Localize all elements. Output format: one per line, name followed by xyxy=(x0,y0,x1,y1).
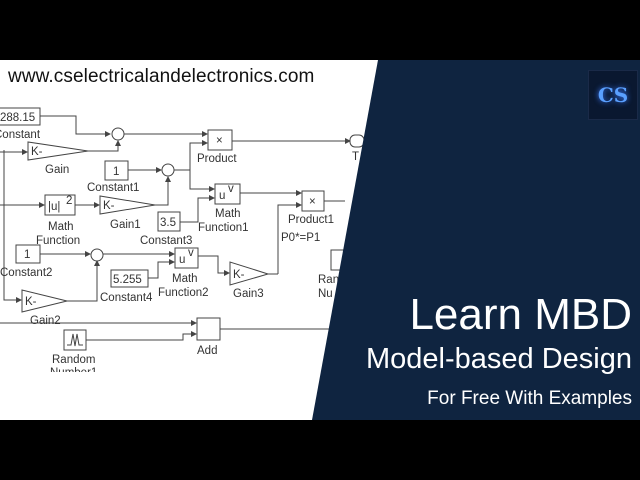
constant3-value: 3.5 xyxy=(160,217,176,229)
constant2-label: Constant2 xyxy=(0,267,52,279)
constant4-value: 5.255 xyxy=(113,274,142,286)
product-symbol: × xyxy=(216,135,223,147)
math-function1-block[interactable] xyxy=(214,183,241,205)
math-function1-value: u xyxy=(219,190,225,202)
math-function2-label2: Function2 xyxy=(158,287,209,299)
constant2-block[interactable] xyxy=(15,244,41,264)
product-block[interactable] xyxy=(207,129,233,151)
math-function2-label: Math xyxy=(172,273,198,285)
tagline: For Free With Examples xyxy=(427,388,632,409)
add-label: Add xyxy=(197,345,217,357)
product1-label: Product1 xyxy=(288,214,334,226)
wires xyxy=(0,115,351,341)
math-function-label: Math xyxy=(48,221,74,233)
gain-value: K- xyxy=(31,146,43,158)
cs-logo: CS xyxy=(588,70,638,120)
gain1-block[interactable] xyxy=(99,195,156,215)
constant-label: Constant xyxy=(0,129,41,141)
product1-block[interactable] xyxy=(301,190,325,212)
partial-label2: Nu xyxy=(318,288,333,300)
gain2-value: K- xyxy=(25,296,37,308)
add-block[interactable] xyxy=(196,317,221,341)
math-function1-exp: v xyxy=(228,183,234,195)
constant4-block[interactable] xyxy=(110,269,149,288)
website-url[interactable]: www.cselectricalandelectronics.com xyxy=(8,66,315,87)
constant3-label: Constant3 xyxy=(140,235,192,247)
gain3-label: Gain3 xyxy=(233,288,264,300)
gain2-label: Gain2 xyxy=(30,315,61,327)
product1-note: P0*=P1 xyxy=(281,232,320,244)
title: Learn MBD xyxy=(409,290,632,339)
content-area: 288.15 Constant K- Gain × Product 1 Cons… xyxy=(0,60,640,420)
gain3-value: K- xyxy=(233,269,245,281)
gain1-label: Gain1 xyxy=(110,219,141,231)
math-function-value: |u| xyxy=(48,201,60,213)
gain2-block[interactable] xyxy=(21,289,68,313)
subtitle: Model-based Design xyxy=(366,343,632,375)
sum2-block[interactable] xyxy=(90,248,104,262)
gain3-block[interactable] xyxy=(229,261,270,286)
constant1-value: 1 xyxy=(113,166,119,178)
logo-text: CS xyxy=(597,83,629,107)
random-signal-icon xyxy=(67,333,83,347)
math-function2-value: u xyxy=(179,254,185,266)
constant4-label: Constant4 xyxy=(100,292,153,304)
math-function-label2: Function xyxy=(36,235,80,247)
sum-block[interactable] xyxy=(111,127,125,141)
constant1-block[interactable] xyxy=(104,160,129,181)
product-label: Product xyxy=(197,153,237,165)
constant1-label: Constant1 xyxy=(87,182,139,194)
constant2-value: 1 xyxy=(24,249,30,261)
constant-value: 288.15 xyxy=(0,112,35,124)
gain-block[interactable] xyxy=(27,141,89,161)
gain1-value: K- xyxy=(103,200,115,212)
math-function-block[interactable] xyxy=(44,194,76,216)
partial-label: Ran xyxy=(318,274,339,286)
random-label: Random xyxy=(52,354,95,366)
math-function2-exp: v xyxy=(188,247,194,259)
math-function1-label2: Function1 xyxy=(198,222,249,234)
product1-symbol: × xyxy=(309,196,316,208)
navy-panel xyxy=(312,60,640,420)
partial-t-label: T xyxy=(352,151,359,163)
constant-block[interactable] xyxy=(0,107,41,126)
sum1-block[interactable] xyxy=(161,163,175,177)
constant3-block[interactable] xyxy=(157,211,181,232)
math-function1-label: Math xyxy=(215,208,241,220)
math-function2-block[interactable] xyxy=(174,247,199,269)
gain-label: Gain xyxy=(45,164,69,176)
math-function-exp: 2 xyxy=(66,195,72,207)
